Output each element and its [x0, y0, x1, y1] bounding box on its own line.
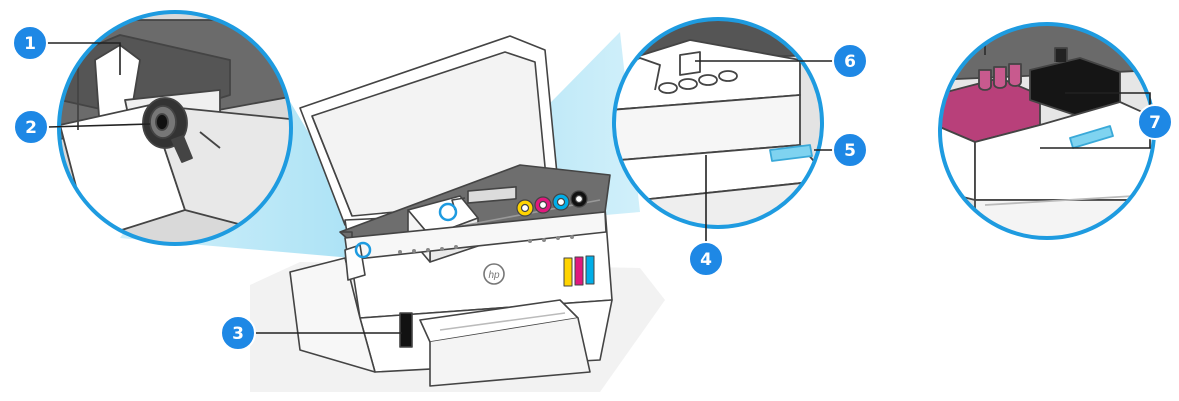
svg-text:2: 2: [25, 118, 37, 138]
callout-6: 6: [832, 43, 868, 79]
svg-text:3: 3: [232, 324, 244, 344]
magnifier-printheads: [938, 22, 1156, 240]
ink-tank-windows: [563, 255, 595, 287]
printhead-latch-tab-right: [1069, 125, 1114, 149]
callout-5: 5: [832, 132, 868, 168]
left-base: [289, 257, 376, 373]
control-display: [467, 186, 517, 204]
callout-3: 3: [220, 315, 256, 351]
printhead-latch-tab: [769, 144, 813, 162]
ink-tank-caps: [516, 190, 588, 217]
svg-text:1: 1: [24, 34, 36, 54]
svg-text:6: 6: [844, 52, 856, 72]
leader-line-2: [47, 123, 151, 128]
callout-4: 4: [688, 241, 724, 277]
printhead-highlight: [438, 202, 458, 222]
magnifier-tank-cap: [57, 10, 293, 246]
callout-2: 2: [13, 109, 49, 145]
brand-logo: [483, 263, 505, 285]
callout-1: 1: [12, 25, 48, 61]
printer: hp: [289, 35, 613, 387]
brand-logo-text: hp: [488, 270, 500, 281]
tank-lid-highlight: [354, 241, 372, 259]
black-ink-tank-window: [399, 312, 413, 348]
svg-text:4: 4: [700, 250, 712, 270]
printhead-valves: [658, 70, 738, 94]
svg-text:7: 7: [1149, 113, 1161, 133]
svg-text:5: 5: [844, 141, 856, 161]
leader-line-1: [47, 42, 121, 75]
callout-7: 7: [1137, 104, 1173, 140]
